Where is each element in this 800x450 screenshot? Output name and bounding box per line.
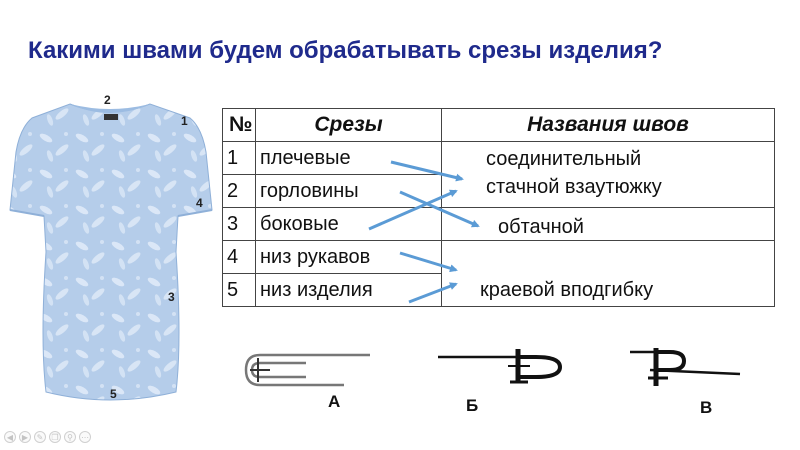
row-cut: горловины [255,174,442,208]
symbol-label-a: А [328,392,341,411]
row-num: 5 [222,273,256,307]
back-icon[interactable]: ◀ [4,431,16,443]
seam-symbol-b-icon [438,349,563,384]
seam-name-connecting: соединительный [486,148,642,170]
more-icon[interactable]: ⋯ [79,431,91,443]
copy-icon[interactable]: ❐ [49,431,61,443]
table-header-row: № Срезы Названия швов [222,108,775,142]
row-num: 3 [222,207,256,241]
garment-label-3: 3 [168,290,175,304]
garment-label-2: 2 [104,93,111,107]
symbol-label-b: Б [466,396,479,415]
garment-label-4: 4 [196,196,203,210]
table-row: 4 низ рукавов [222,240,775,307]
row-cut: низ рукавов [255,240,442,274]
row-num: 1 [222,141,256,175]
seam-cell-group-1 [441,141,775,208]
table-row: 1 плечевые [222,141,775,208]
garment-label-5: 5 [110,387,117,401]
slide-title: Какими швами будем обрабатывать срезы из… [28,37,663,64]
garment-label-1: 1 [181,114,188,128]
header-cuts: Срезы [255,108,442,142]
header-names: Названия швов [441,108,775,142]
row-num: 2 [222,174,256,208]
pen-icon[interactable]: ✎ [34,431,46,443]
seam-symbol-a-icon [244,353,370,387]
seams-table: № Срезы Названия швов 1 плечевые 2 горло… [222,108,775,307]
row-cut: боковые [255,207,442,241]
symbol-label-v: В [700,398,713,417]
seam-name-pressed-open: стачной взаутюжку [486,176,662,198]
seam-name-hem: краевой вподгибку [480,279,654,301]
presentation-toolbar: ◀ ▶ ✎ ❐ ⚲ ⋯ [4,431,91,443]
header-num: № [222,108,256,142]
row-num: 4 [222,240,256,274]
row-cut: низ изделия [255,273,442,307]
forward-icon[interactable]: ▶ [19,431,31,443]
zoom-icon[interactable]: ⚲ [64,431,76,443]
tshirt-icon [9,103,213,401]
tshirt-illustration [0,92,222,410]
seam-symbol-v-icon [630,348,741,386]
table-row: 3 боковые [222,207,775,241]
seam-name-facing: обтачной [498,216,584,238]
seam-cell-group-3 [441,240,775,307]
seam-cell-group-2 [441,207,775,241]
row-cut: плечевые [255,141,442,175]
